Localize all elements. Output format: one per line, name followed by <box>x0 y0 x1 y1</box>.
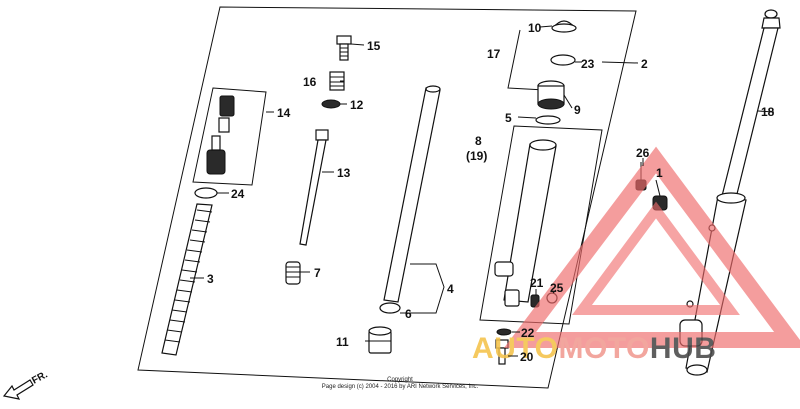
callout-9: 9 <box>574 103 581 117</box>
part-washer-22 <box>496 328 512 336</box>
part-cap-10 <box>551 20 577 33</box>
part-spring-7 <box>285 261 301 285</box>
callout-24: 24 <box>231 187 245 201</box>
callout-11: 11 <box>336 335 349 349</box>
callout-16: 16 <box>303 75 317 89</box>
callout-21: 21 <box>530 276 544 290</box>
part-clip-5 <box>535 115 561 125</box>
bracket-17 <box>507 29 546 91</box>
callout-4: 4 <box>447 282 454 296</box>
callout-20: 20 <box>520 350 534 364</box>
part-bolt-20 <box>495 339 509 365</box>
callout-26: 26 <box>636 146 650 160</box>
part-bushing-11 <box>368 326 392 354</box>
part-ring-23 <box>550 54 576 66</box>
callout-8: 8 <box>475 134 482 148</box>
part-nut-16 <box>329 71 345 91</box>
part-ring-6 <box>379 302 401 314</box>
callout-14: 14 <box>277 106 291 120</box>
copyright-title: Copyright <box>387 377 413 383</box>
callout-23: 23 <box>581 57 595 71</box>
leader-lines <box>190 25 775 357</box>
part-fork-assembly-18 <box>679 9 781 376</box>
callout-7: 7 <box>314 266 321 280</box>
copyright-notice: Page design (c) 2004 - 2016 by ARI Netwo… <box>322 384 479 390</box>
part-slider-8 <box>494 139 557 307</box>
callout-10: 10 <box>528 21 542 35</box>
callout-19: (19) <box>466 149 487 163</box>
callout-13: 13 <box>337 166 351 180</box>
callout-15: 15 <box>367 39 381 53</box>
svg-text:AUTOMOTOHUB: AUTOMOTOHUB <box>472 332 716 365</box>
callout-25: 25 <box>550 281 564 295</box>
part-washer-24 <box>194 187 218 199</box>
callout-2: 2 <box>641 57 648 71</box>
front-direction-arrow: FR. <box>2 369 50 400</box>
part-group-14 <box>206 95 235 175</box>
part-bolt-15 <box>336 35 352 61</box>
callout-17: 17 <box>487 47 501 61</box>
callout-22: 22 <box>521 326 535 340</box>
watermark-moto: MOTO <box>558 332 649 365</box>
callout-3: 3 <box>207 272 214 286</box>
callout-18: 18 <box>761 105 775 119</box>
watermark-hub: HUB <box>650 332 717 365</box>
callout-labels: 15 16 12 14 24 13 3 7 4 6 11 10 17 23 2 … <box>207 21 775 364</box>
callout-1: 1 <box>656 166 663 180</box>
callout-12: 12 <box>350 98 364 112</box>
diagram-frame <box>137 6 637 389</box>
part-fork-tube-4 <box>383 85 441 303</box>
group-box-8 <box>479 125 603 325</box>
part-rod-13 <box>299 129 329 246</box>
callout-6: 6 <box>405 307 412 321</box>
part-spring-3 <box>161 203 213 356</box>
part-washer-12 <box>321 99 341 109</box>
direction-label: FR. <box>30 369 50 386</box>
part-seal-9 <box>537 80 565 110</box>
watermark-auto: AUTO <box>472 332 558 365</box>
watermark-logo: AUTOMOTOHUB <box>472 146 800 365</box>
callout-5: 5 <box>505 111 512 125</box>
group-box-14 <box>192 87 267 186</box>
